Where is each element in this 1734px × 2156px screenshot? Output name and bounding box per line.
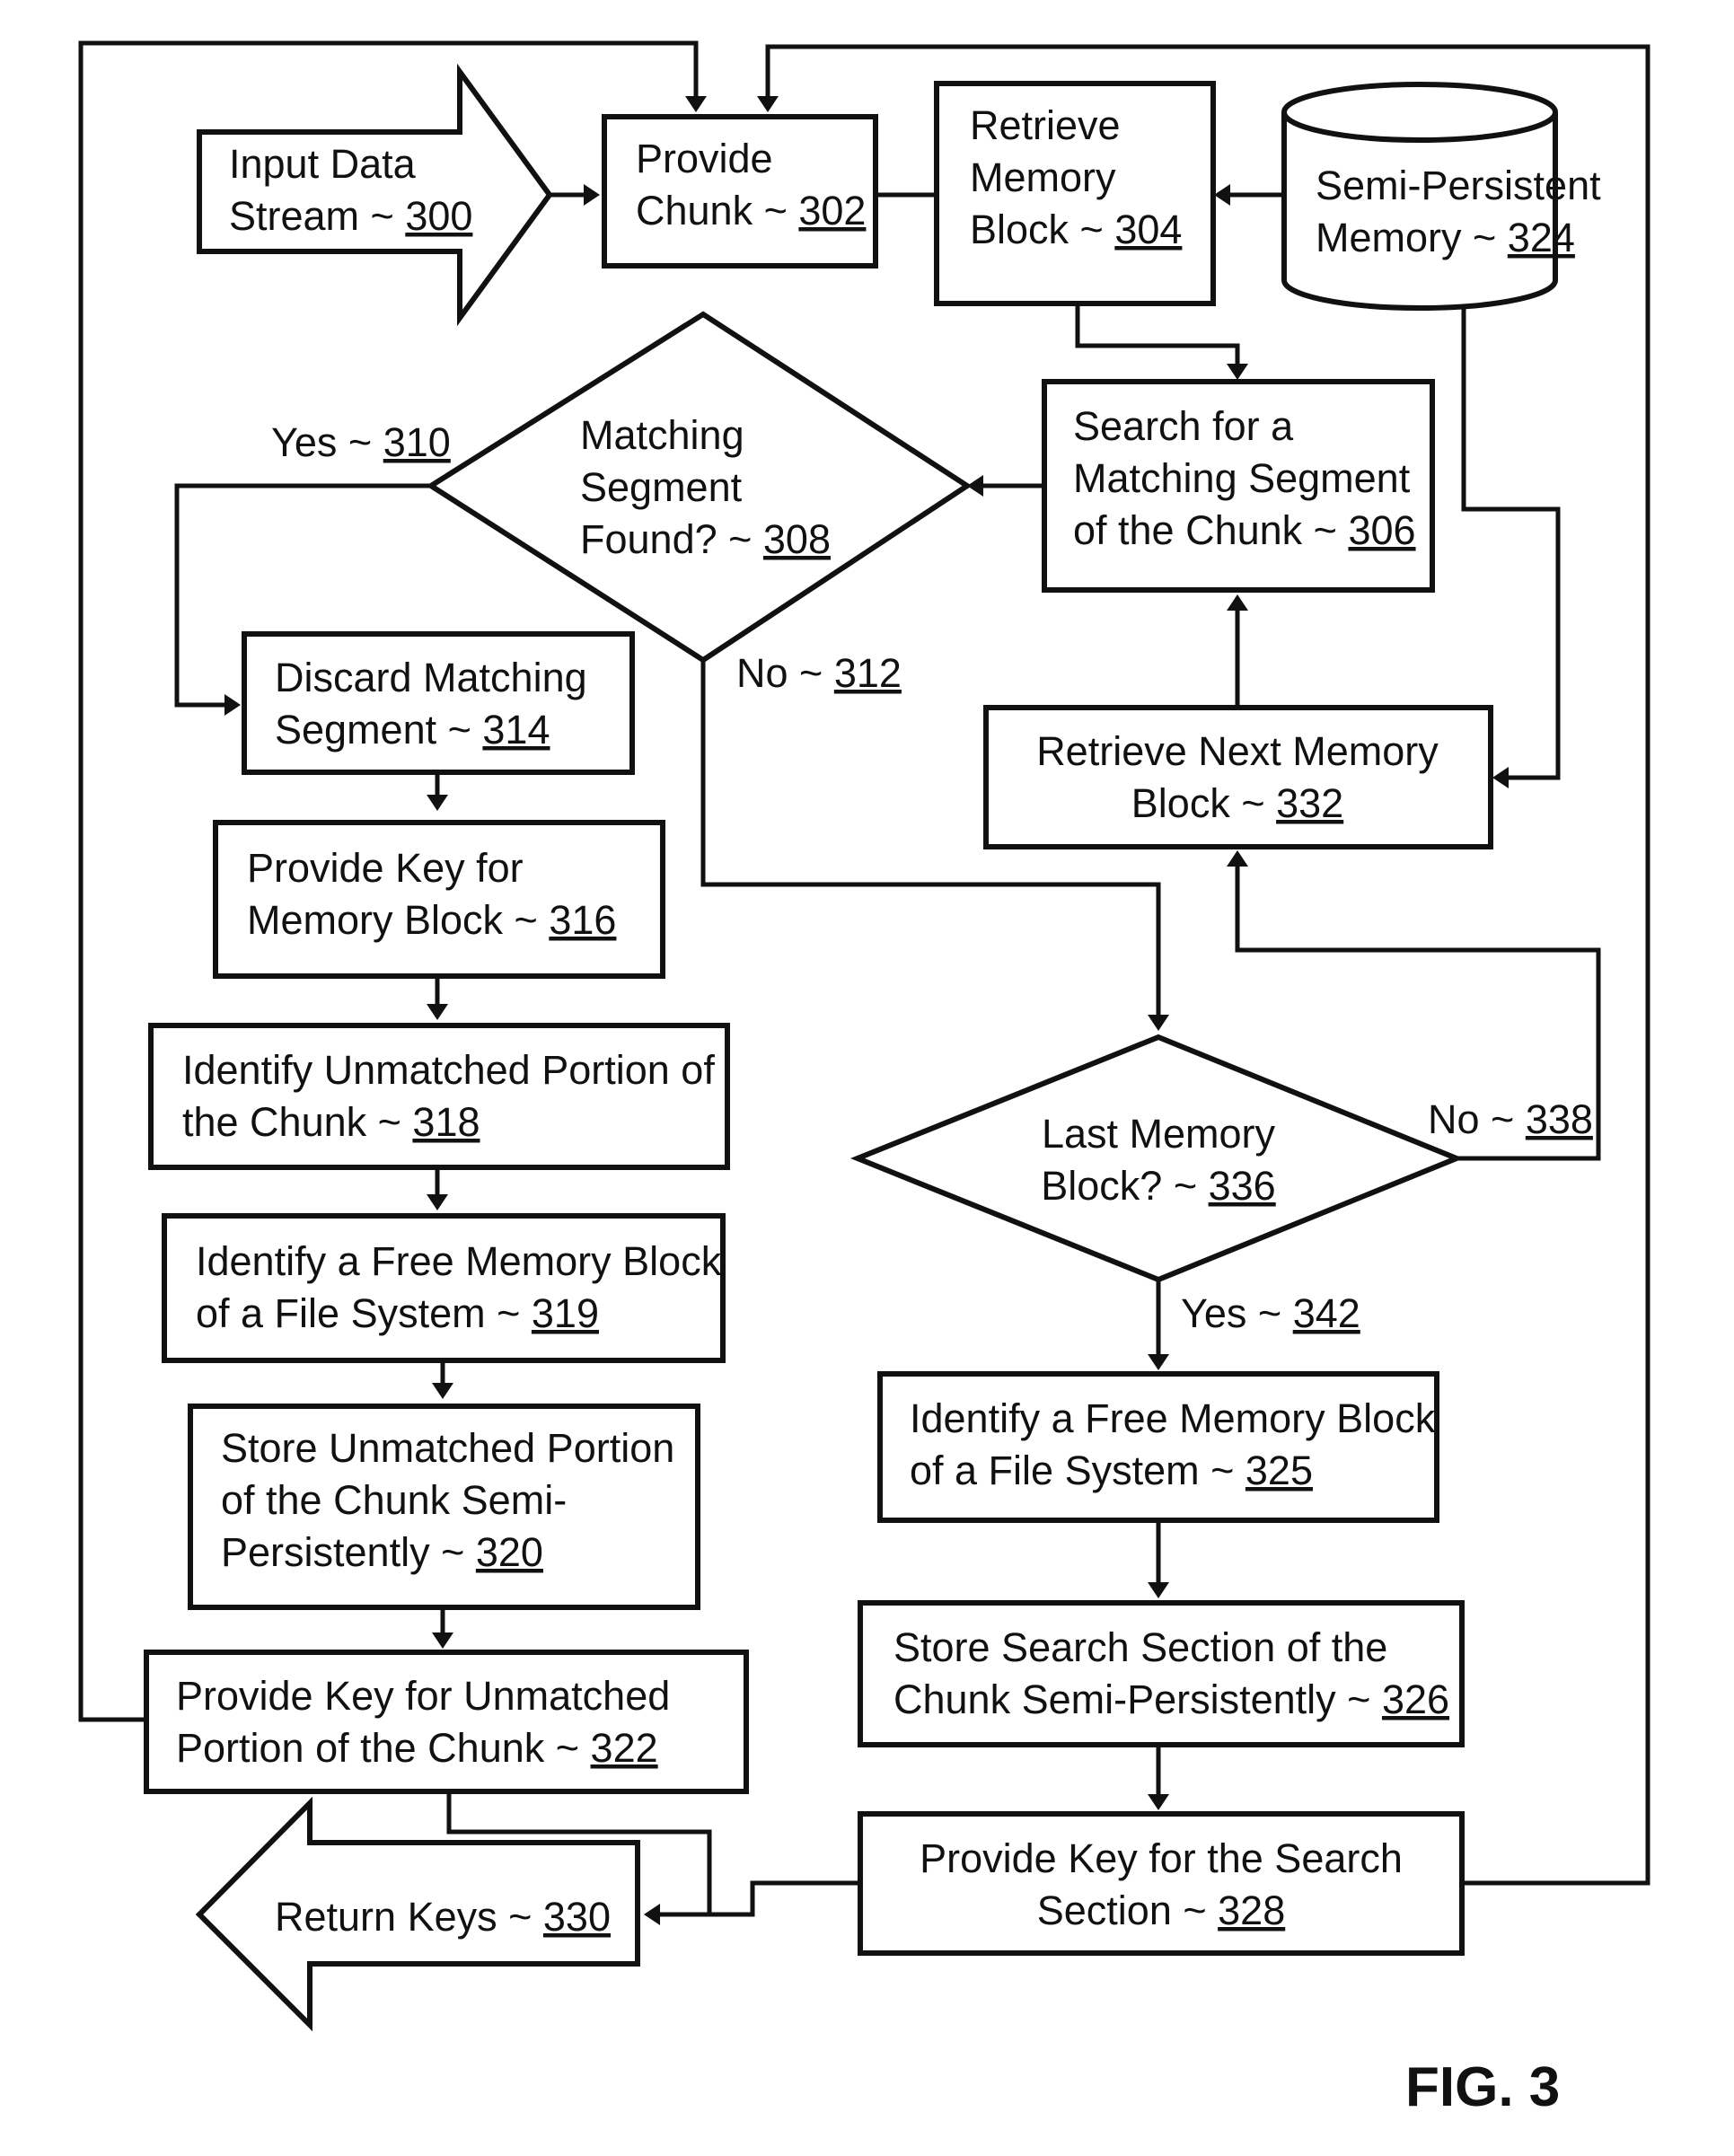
arrowhead (1148, 1015, 1169, 1031)
reference-number: 302 (798, 188, 866, 233)
arrowhead (432, 1383, 453, 1399)
arrowhead (757, 96, 779, 112)
arrowhead (1227, 850, 1248, 867)
edge-label-342: Yes ~ 342 (1181, 1290, 1360, 1336)
label-line: Provide Key for (247, 845, 524, 891)
label-line: Yes ~ (1181, 1290, 1293, 1336)
arrowhead (1492, 767, 1509, 788)
label-line: Return Keys ~ (275, 1894, 543, 1940)
figure-label: FIG. 3 (1405, 2056, 1560, 2118)
label-line: Portion of the Chunk ~ (176, 1725, 591, 1771)
arrowhead (427, 1004, 448, 1020)
label-line: Segment ~ (275, 707, 482, 752)
edge-304-to-306 (1078, 304, 1237, 364)
label-line: the Chunk ~ (182, 1099, 412, 1145)
label-line: Provide (636, 136, 773, 181)
reference-number: 336 (1209, 1163, 1276, 1209)
reference-number: 306 (1348, 507, 1415, 553)
label-line: of the Chunk Semi- (221, 1477, 567, 1523)
label-line: of a File System ~ (910, 1448, 1245, 1493)
diamond-336 (858, 1037, 1457, 1280)
reference-number: 304 (1114, 207, 1182, 252)
label-line: Block ~ (1131, 780, 1276, 826)
arrowhead (1214, 184, 1230, 206)
label-line: Retrieve Next Memory (1036, 728, 1439, 774)
reference-number: 300 (405, 193, 472, 239)
edge-label-312: No ~ 312 (736, 650, 902, 696)
label-line: Memory ~ (1316, 215, 1508, 260)
reference-number: 330 (543, 1894, 611, 1940)
label-line: No ~ (736, 650, 834, 696)
label-line: Discard Matching (275, 655, 587, 700)
label-330: Return Keys ~ 330 (275, 1894, 611, 1940)
label-line: Matching Segment (1073, 455, 1411, 501)
label-line: Found? ~ (580, 516, 763, 562)
label-line: Memory Block ~ (247, 897, 549, 943)
reference-number: 326 (1382, 1676, 1449, 1722)
reference-number: 310 (383, 419, 451, 465)
label-line: of the Chunk ~ (1073, 507, 1348, 553)
reference-number: 320 (476, 1529, 543, 1575)
label-line: Chunk Semi-Persistently ~ (893, 1676, 1382, 1722)
arrowhead (1227, 364, 1248, 380)
label-line: Provide Key for the Search (920, 1835, 1403, 1881)
cylinder-324-top (1284, 84, 1555, 140)
arrowhead (1227, 594, 1248, 611)
reference-number: 332 (1276, 780, 1343, 826)
arrowhead (1148, 1582, 1169, 1598)
reference-number: 318 (412, 1099, 480, 1145)
edge-label-310: Yes ~ 310 (271, 419, 451, 465)
label-line: Segment (580, 464, 743, 510)
reference-number: 322 (591, 1725, 658, 1771)
edge-328-to-330 (660, 1883, 860, 1914)
arrowhead (427, 1194, 448, 1210)
label-line: Store Unmatched Portion (221, 1425, 674, 1471)
reference-number: 308 (763, 516, 831, 562)
label-line: Memory (970, 154, 1116, 200)
arrowhead (685, 96, 707, 112)
label-line: Persistently ~ (221, 1529, 476, 1575)
label-line: Stream ~ (229, 193, 405, 239)
label-line: Identify a Free Memory Block (196, 1238, 722, 1284)
label-line: No ~ (1428, 1096, 1526, 1142)
label-line: Yes ~ (271, 419, 383, 465)
reference-number: 316 (549, 897, 616, 943)
label-line: Store Search Section of the (893, 1624, 1387, 1670)
reference-number: 324 (1508, 215, 1575, 260)
label-line: Identify a Free Memory Block (910, 1395, 1436, 1441)
label-line: Section ~ (1037, 1888, 1218, 1933)
reference-number: 319 (532, 1290, 599, 1336)
label-line: Matching (580, 412, 744, 458)
label-line: Chunk ~ (636, 188, 798, 233)
reference-number: 314 (482, 707, 550, 752)
reference-number: 325 (1245, 1448, 1313, 1493)
arrowhead (644, 1904, 660, 1925)
edge-label-338: No ~ 338 (1428, 1096, 1593, 1142)
label-line: of a File System ~ (196, 1290, 532, 1336)
reference-number: 328 (1218, 1888, 1285, 1933)
arrowhead (1148, 1794, 1169, 1810)
arrowhead (432, 1632, 453, 1649)
label-line: Search for a (1073, 403, 1294, 449)
arrowhead (584, 184, 600, 206)
reference-number: 338 (1526, 1096, 1593, 1142)
arrowhead (427, 795, 448, 811)
label-line: Block? ~ (1041, 1163, 1208, 1209)
label-line: Block ~ (970, 207, 1114, 252)
label-line: Retrieve (970, 102, 1121, 148)
reference-number: 342 (1293, 1290, 1360, 1336)
label-line: Semi-Persistent (1316, 163, 1601, 208)
arrowhead (224, 694, 241, 716)
arrowhead (1148, 1354, 1169, 1370)
label-line: Identify Unmatched Portion of (182, 1047, 715, 1093)
label-line: Last Memory (1042, 1111, 1276, 1157)
label-line: Provide Key for Unmatched (176, 1673, 670, 1719)
label-line: Input Data (229, 141, 417, 187)
reference-number: 312 (834, 650, 902, 696)
